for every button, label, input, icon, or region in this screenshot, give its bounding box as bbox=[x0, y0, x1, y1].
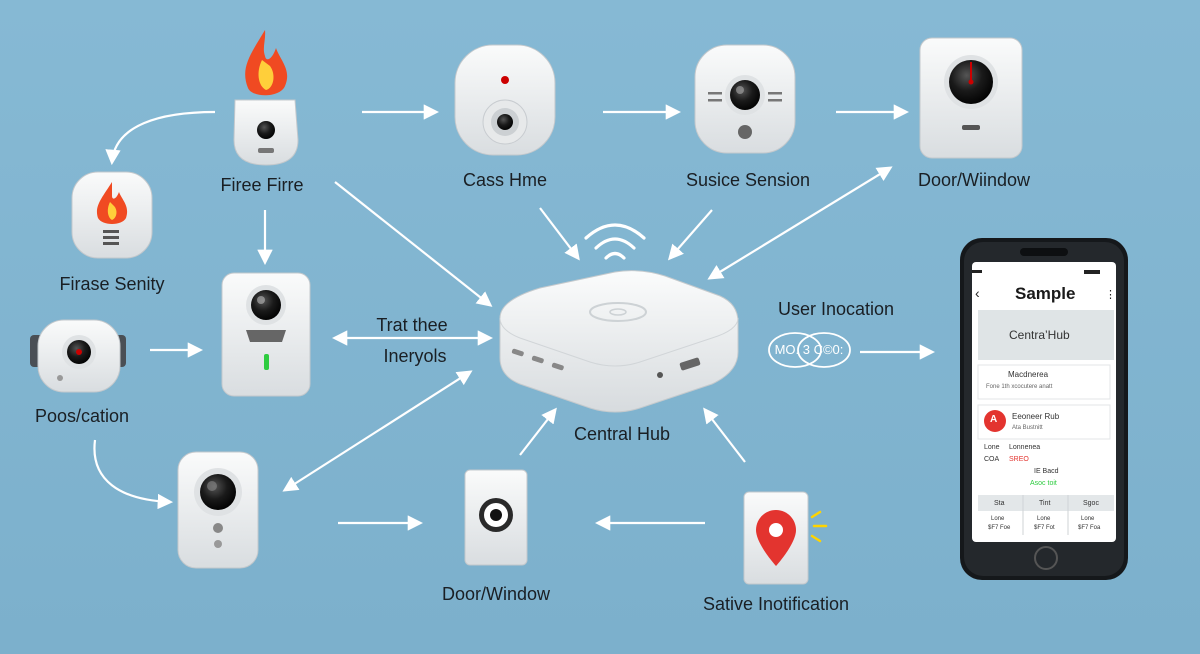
cass-camera-device bbox=[454, 44, 556, 156]
arrow-doorbtm-to-hub bbox=[519, 407, 557, 456]
fire-detector-device bbox=[233, 30, 299, 166]
phone-cell-1-1: $F7 Fot bbox=[1034, 525, 1055, 531]
label-fire-sensor: Firase Senity bbox=[59, 274, 165, 294]
phone-tab-2[interactable]: Sgoc bbox=[1083, 500, 1099, 507]
arrow-susice-to-hub bbox=[667, 209, 713, 261]
phone-card1-title: Macdnerea bbox=[1008, 370, 1049, 379]
phone-row2-right: SREO bbox=[1009, 456, 1029, 463]
coucucrs-camera-device bbox=[177, 451, 259, 569]
phone-card2-badge[interactable]: A bbox=[990, 414, 998, 425]
label-sative-notification: Sative Inotification bbox=[702, 594, 850, 614]
phone-row2-left: COA bbox=[984, 456, 1000, 463]
arrow-notify-to-hub bbox=[703, 407, 746, 463]
notification-device bbox=[743, 491, 828, 585]
wifi-icon bbox=[584, 223, 646, 260]
position-camera-device bbox=[30, 319, 126, 393]
label-fire-fire: Firee Firre bbox=[220, 175, 304, 195]
svg-text:‹: ‹ bbox=[975, 285, 980, 301]
phone-cell-0-1: Lone bbox=[1037, 516, 1051, 522]
fire-sensor-device bbox=[71, 171, 153, 259]
label-ineryols: Ineryols bbox=[383, 346, 447, 366]
arrow-door-to-hub bbox=[707, 166, 893, 280]
flame-icon bbox=[96, 182, 128, 224]
flame-icon bbox=[245, 30, 288, 96]
label-user-inocation: User Inocation bbox=[777, 299, 895, 319]
phone-card2-title: Eeoneer Rub bbox=[1012, 412, 1060, 421]
svg-text:⋮: ⋮ bbox=[1105, 289, 1116, 301]
label-susice-sension: Susice Sension bbox=[685, 170, 811, 190]
door-window-sensor-top bbox=[919, 37, 1023, 159]
arrow-fire-to-firesensor bbox=[105, 110, 216, 166]
phone-cell-0-2: Lone bbox=[1081, 516, 1095, 522]
phone-title: Sample bbox=[1015, 284, 1076, 303]
arrow-cass-to-hub bbox=[539, 207, 580, 261]
label-cass-hme: Cass Hme bbox=[462, 170, 548, 190]
arrow-coucucrs-to-hub bbox=[282, 370, 473, 492]
arrow-fire-to-hub bbox=[334, 181, 493, 307]
phone-banner: Centra’Hub bbox=[1009, 328, 1070, 342]
label-central-hub: Central Hub bbox=[573, 424, 671, 444]
phone-card1-sub: Fone 1th xcocutere anatt bbox=[986, 384, 1053, 390]
phone-cell-1-0: $F7 Foe bbox=[988, 525, 1011, 531]
label-mo-code: MO. 3 C©0: bbox=[774, 342, 844, 357]
arrow-pos-to-coucucrs bbox=[93, 439, 174, 510]
label-door-window-bottom: Door/Window bbox=[441, 584, 551, 604]
label-trat-thee: Trat thee bbox=[376, 315, 448, 335]
label-door-window-top: Door/Wiindow bbox=[917, 170, 1031, 190]
phone-row1-right: Lonnenea bbox=[1009, 444, 1041, 451]
location-pin-icon bbox=[756, 510, 796, 566]
smartphone-device: ‹ ⋮ bbox=[960, 238, 1128, 580]
phone-status1: IE Bacd bbox=[1034, 468, 1059, 475]
mo-code-loop bbox=[768, 332, 851, 368]
susice-sensor-device bbox=[694, 44, 796, 154]
central-hub-device bbox=[499, 270, 739, 413]
phone-status2: Asoc toit bbox=[1030, 480, 1057, 487]
door-camera-device bbox=[221, 272, 311, 397]
phone-cell-0-0: Lone bbox=[991, 516, 1005, 522]
phone-tab-1[interactable]: Tint bbox=[1039, 500, 1051, 507]
phone-row1-left: Lone bbox=[984, 444, 1000, 451]
label-pos-cation: Poos/cation bbox=[34, 406, 130, 426]
phone-cell-1-2: $F7 Foa bbox=[1078, 525, 1101, 531]
phone-tab-0[interactable]: Sta bbox=[994, 500, 1005, 507]
phone-card2-sub: Ata Bustnitt bbox=[1012, 425, 1043, 431]
door-window-sensor-bottom bbox=[464, 469, 528, 566]
